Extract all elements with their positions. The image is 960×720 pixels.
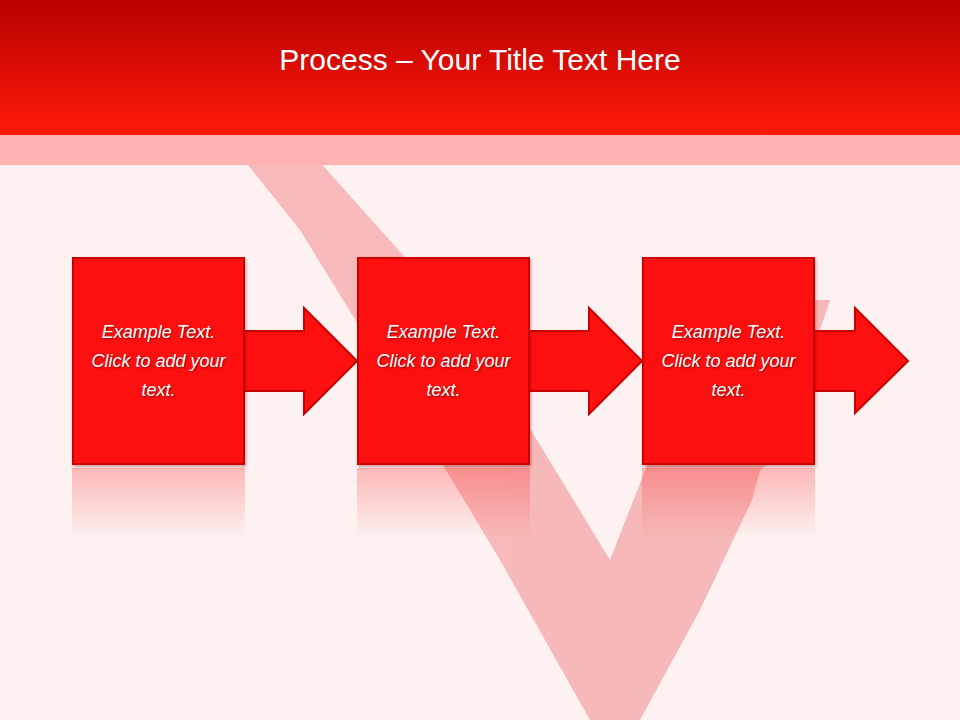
reflection	[642, 468, 815, 538]
process-box: Example Text. Click to add your text.	[357, 257, 530, 465]
box-text: Example Text. Click to add your text.	[91, 318, 226, 405]
brush-check	[228, 140, 830, 720]
end-arrow	[800, 308, 908, 413]
reflection	[72, 468, 245, 538]
title-bar: Process – Your Title Text Here	[0, 0, 960, 135]
process-box: Example Text. Click to add your text.	[642, 257, 815, 465]
reflection	[357, 468, 530, 538]
process-box: Example Text. Click to add your text.	[72, 257, 245, 465]
box-text: Example Text. Click to add your text.	[376, 318, 511, 405]
header-bar	[0, 0, 960, 135]
slide-title: Process – Your Title Text Here	[279, 43, 680, 93]
header-band	[0, 135, 960, 165]
brush-stroke	[228, 140, 830, 720]
flow-arrow	[243, 308, 357, 414]
flow-arrow	[528, 308, 642, 414]
box-text: Example Text. Click to add your text.	[661, 318, 796, 405]
reflections	[72, 468, 815, 538]
